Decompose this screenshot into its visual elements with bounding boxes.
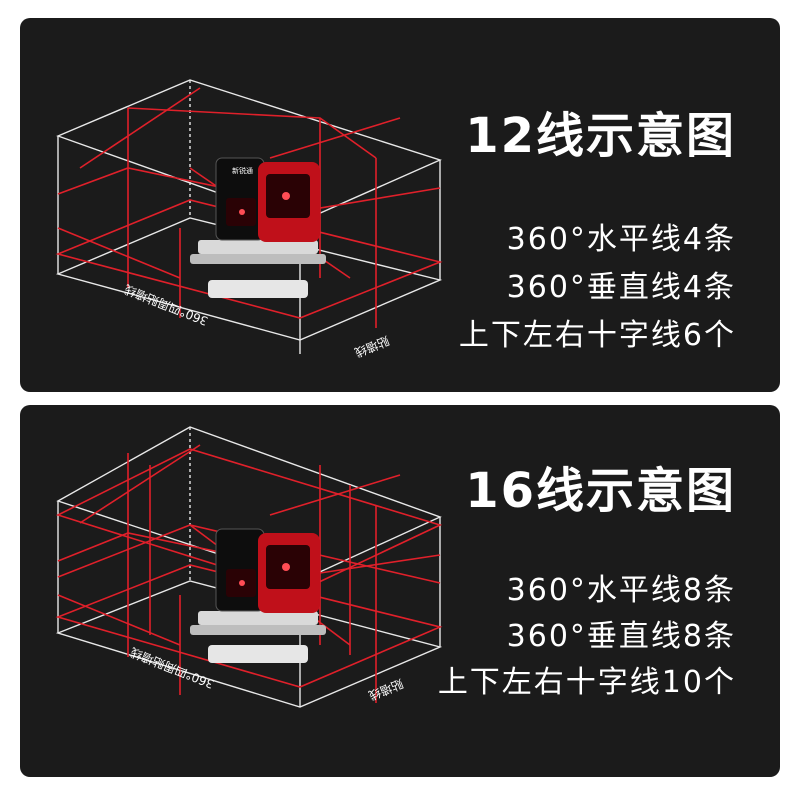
diagram-title: 12线示意图 xyxy=(465,108,736,164)
spec-vertical-lines: 360°垂直线8条 xyxy=(506,619,736,654)
laser-level-device xyxy=(190,528,326,663)
spec-vertical-lines: 360°垂直线4条 xyxy=(506,270,736,305)
laser-diagram-12: 新锐通 xyxy=(55,79,443,354)
spec-horizontal-lines: 360°水平线4条 xyxy=(506,222,736,257)
panel-12-lines: 新锐通 360°四周贴墙线 贴墙线 12线示意图 360°水平线4条 360°垂… xyxy=(20,18,780,392)
diagram-title: 16线示意图 xyxy=(465,463,736,519)
spec-cross-lines: 上下左右十字线6个 xyxy=(458,318,736,353)
panel-16-lines: 360°四周贴墙线 贴墙线 16线示意图 360°水平线8条 360°垂直线8条… xyxy=(20,405,780,777)
spec-horizontal-lines: 360°水平线8条 xyxy=(506,573,736,608)
spec-cross-lines: 上下左右十字线10个 xyxy=(437,665,736,700)
laser-diagram-16 xyxy=(55,426,443,708)
laser-level-device: 新锐通 xyxy=(190,157,326,298)
svg-text:新锐通: 新锐通 xyxy=(232,166,253,175)
